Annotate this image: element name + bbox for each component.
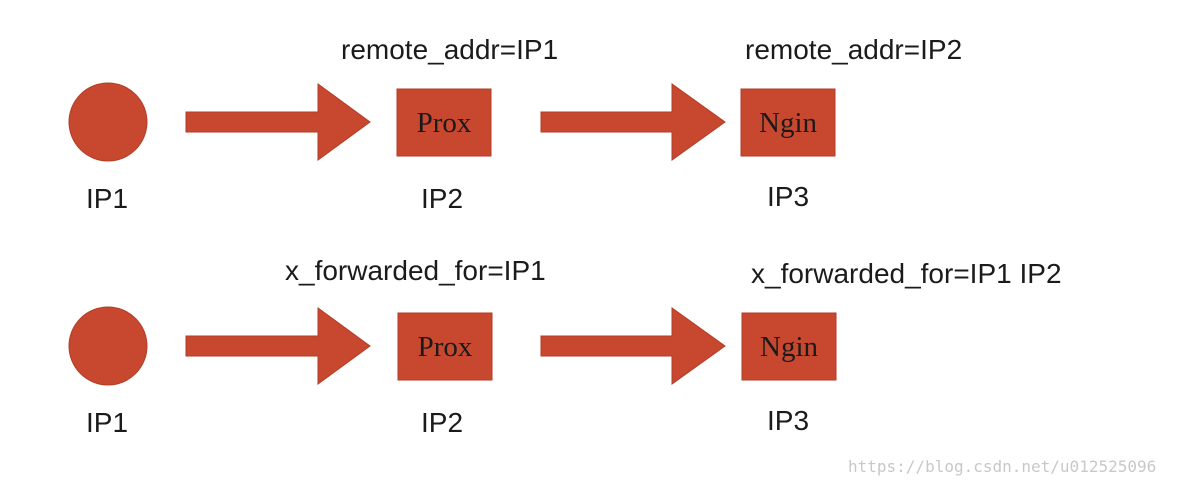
nginx-node-row1 [740,88,836,157]
cropped-heading-fragment: ▔▔ ▔▔▔▔ ▔ [110,0,330,12]
watermark-url: https://blog.csdn.net/u012525096 [848,457,1157,476]
row2-right-header-label: x_forwarded_for=IP1 IP2 [751,258,1062,289]
client-node-row2 [68,306,148,386]
arrow-client-to-proxy-row2 [185,307,371,385]
arrow-proxy-to-nginx-row1 [540,83,726,161]
nginx-node-row2-text: Ngin [760,331,819,363]
row2-nginx-ip-label: IP3 [767,405,810,436]
proxy-node-row1 [396,88,492,157]
row1-mid-header-label: remote_addr=IP1 [341,34,559,65]
proxy-node-row2 [397,312,493,381]
arrow-client-to-proxy-row1 [185,83,371,161]
arrow-proxy-to-nginx-row2 [540,307,726,385]
row2-mid-header-label: x_forwarded_for=IP1 [285,255,546,286]
row1-client-ip-label: IP1 [86,183,129,214]
row2-client-ip-label: IP1 [86,407,129,438]
client-node-row1 [68,82,148,162]
row1-proxy-ip-label: IP2 [421,183,464,214]
row1-right-header-label: remote_addr=IP2 [745,34,963,65]
proxy-node-row1-text: Prox [417,107,472,139]
nginx-node-row2 [741,312,837,381]
proxy-node-row2-text: Prox [418,331,473,363]
row2-proxy-ip-label: IP2 [421,407,464,438]
row1-nginx-ip-label: IP3 [767,181,810,212]
nginx-node-row1-text: Ngin [759,107,818,139]
